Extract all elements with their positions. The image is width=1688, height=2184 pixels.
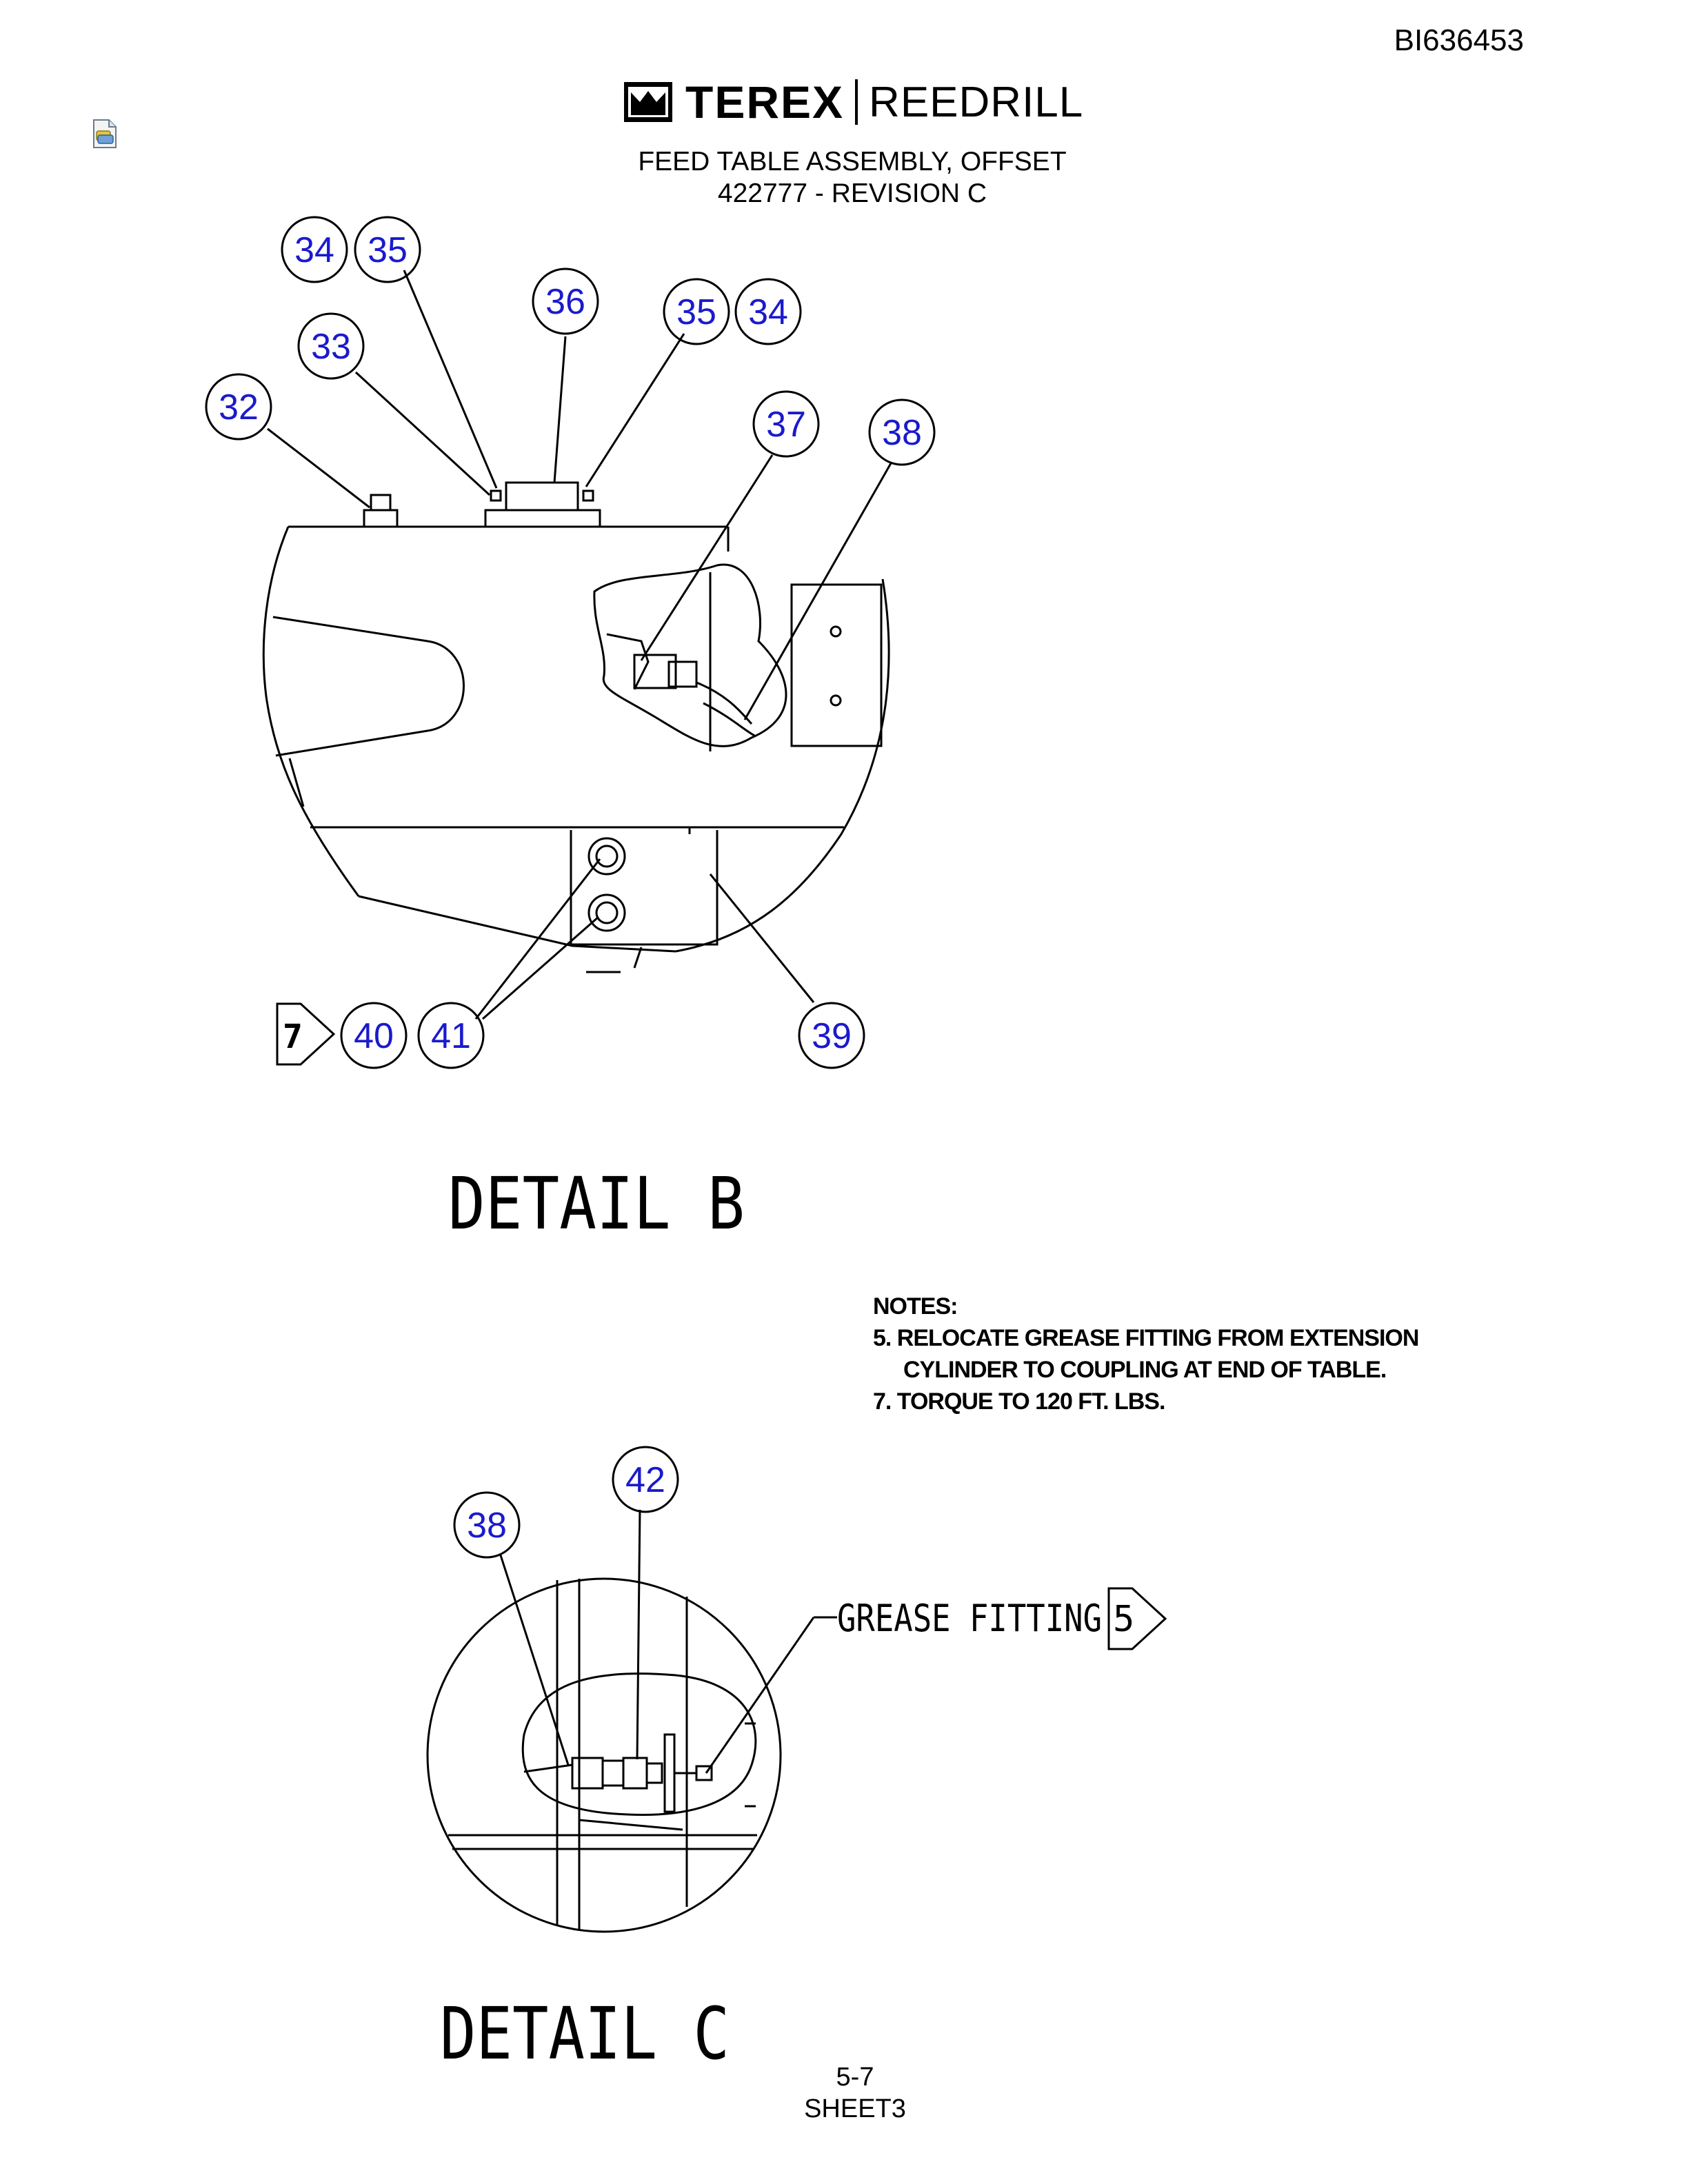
notes-heading: NOTES: [873, 1293, 958, 1320]
brand-name: TEREX [685, 77, 845, 128]
note-flag-5: 5 [1113, 1599, 1134, 1640]
balloon-40: 40 [354, 1016, 394, 1056]
page-number: 5-7 [836, 2063, 874, 2092]
note-5-line-2: CYLINDER TO COUPLING AT END OF TABLE. [903, 1357, 1387, 1383]
detail-c-balloons: 38 42 [467, 1460, 665, 1546]
document-icon[interactable] [91, 119, 119, 149]
balloon-34-left: 34 [294, 230, 334, 270]
terex-crown-icon [624, 82, 672, 122]
sheet-number: SHEET3 [804, 2094, 906, 2123]
detail-c-label: DETAIL C [440, 1992, 730, 2076]
document-id: BI636453 [1394, 23, 1524, 57]
balloon-32: 32 [219, 387, 259, 427]
detail-b-balloons: 34 35 36 35 34 33 32 37 38 40 41 39 [219, 230, 922, 1056]
page-footer: 5-7 SHEET3 [786, 2061, 924, 2125]
detail-b-drawing [205, 216, 936, 1069]
balloon-35-left: 35 [368, 230, 408, 270]
detail-b-label: DETAIL B [448, 1162, 745, 1246]
note-flag-7: 7 [283, 1018, 303, 1056]
balloon-37: 37 [766, 405, 806, 445]
brand-separator [855, 79, 858, 125]
grease-fitting-callout: GREASE FITTING [837, 1597, 1102, 1640]
note-5-line-1: 5. RELOCATE GREASE FITTING FROM EXTENSIO… [873, 1325, 1419, 1351]
balloon-35-right: 35 [676, 292, 716, 332]
drawing-title: FEED TABLE ASSEMBLY, OFFSET 422777 - REV… [576, 146, 1128, 210]
brand-subname: REEDRILL [869, 78, 1084, 126]
balloon-33: 33 [311, 327, 351, 367]
brand-logo: TEREX REEDRILL [623, 74, 1083, 130]
balloon-38-detail-b: 38 [882, 413, 922, 453]
balloon-36: 36 [545, 282, 585, 322]
title-line-1: FEED TABLE ASSEMBLY, OFFSET [638, 147, 1067, 176]
balloon-39: 39 [812, 1016, 852, 1056]
detail-c-drawing [426, 1446, 1167, 1933]
notes-block: NOTES: 5. RELOCATE GREASE FITTING FROM E… [873, 1291, 1563, 1417]
balloon-34-right: 34 [748, 292, 788, 332]
balloon-38-detail-c: 38 [467, 1506, 507, 1546]
balloon-42: 42 [625, 1460, 665, 1500]
title-line-2: 422777 - REVISION C [717, 179, 987, 208]
balloon-41: 41 [431, 1016, 471, 1056]
note-7: 7. TORQUE TO 120 FT. LBS. [873, 1388, 1165, 1415]
